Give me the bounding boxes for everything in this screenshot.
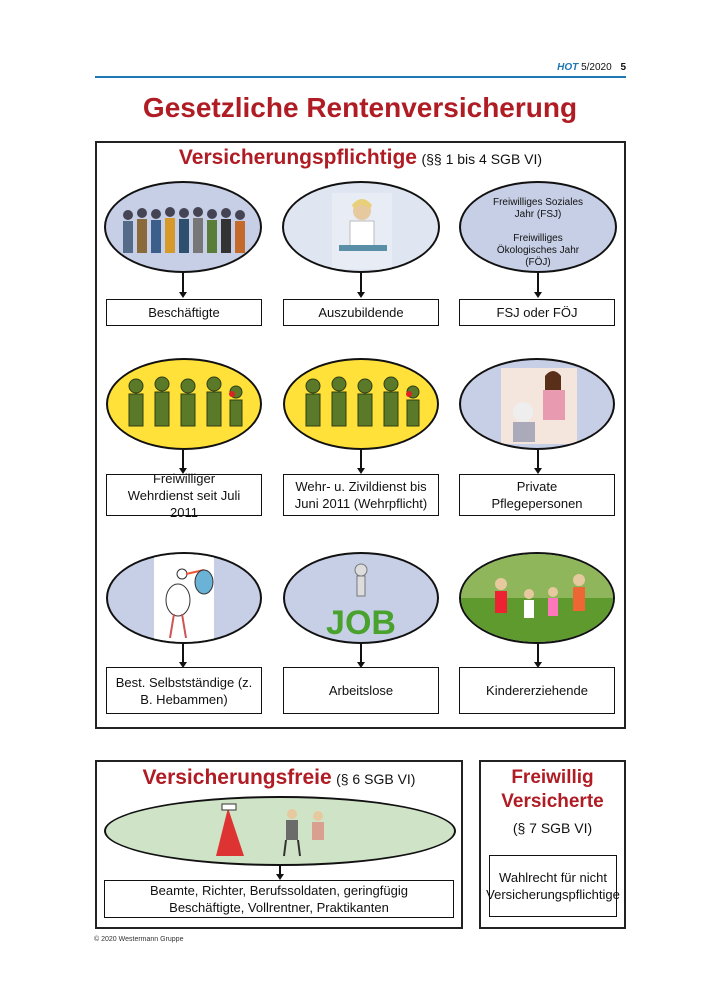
label-fsj-foej: FSJ oder FÖJ bbox=[459, 299, 615, 326]
page-title: Gesetzliche Rentenversicherung bbox=[142, 92, 578, 123]
label-pflegepersonen: Private Pflegepersonen bbox=[459, 474, 615, 516]
freiwillig-ref: (§ 7 SGB VI) bbox=[512, 820, 593, 836]
label-wahlrecht: Wahlrecht für nicht Versicherungspflicht… bbox=[486, 855, 620, 917]
arrowhead bbox=[276, 874, 284, 880]
pflicht-heading: Versicherungspflichtige (§§ 1 bis 4 SGB … bbox=[95, 146, 626, 170]
arrowhead bbox=[179, 468, 187, 474]
freiwillig-box bbox=[479, 760, 626, 929]
children-image bbox=[459, 552, 615, 644]
arrow bbox=[360, 450, 362, 469]
stork-illustration bbox=[154, 554, 214, 642]
job-illustration: JOB bbox=[326, 563, 396, 642]
arrowhead bbox=[357, 662, 365, 668]
trainee-illustration bbox=[332, 193, 392, 269]
arrowhead bbox=[357, 292, 365, 298]
freiwillig-heading: Freiwillig Versicherte bbox=[479, 766, 626, 814]
pflicht-title: Versicherungspflichtige bbox=[178, 146, 417, 169]
soldiers-image-2 bbox=[283, 358, 439, 450]
frei-title: Versicherungsfreie bbox=[142, 766, 332, 789]
frei-box bbox=[95, 760, 463, 929]
arrow bbox=[182, 450, 184, 469]
soldiers-image bbox=[106, 358, 262, 450]
label-arbeitslose: Arbeitslose bbox=[283, 667, 439, 714]
arrowhead bbox=[179, 662, 187, 668]
caregiver-illustration bbox=[501, 368, 577, 444]
arrow bbox=[537, 450, 539, 469]
arrowhead bbox=[179, 292, 187, 298]
freiwillig-title-2: Versicherte bbox=[501, 791, 604, 812]
arrow bbox=[360, 273, 362, 293]
pflicht-ref: (§§ 1 bis 4 SGB VI) bbox=[421, 151, 543, 167]
workers-illustration bbox=[123, 207, 245, 253]
issue-number: 5/2020 bbox=[581, 62, 612, 73]
label-auszubildende: Auszubildende bbox=[283, 299, 439, 326]
copyright-footer: © 2020 Westermann Gruppe bbox=[94, 936, 184, 943]
arrow bbox=[182, 273, 184, 293]
workers-image bbox=[104, 181, 262, 273]
arrow bbox=[360, 644, 362, 663]
job-text: JOB bbox=[326, 604, 396, 642]
trainee-image bbox=[282, 181, 440, 273]
arrowhead bbox=[534, 662, 542, 668]
fsj-text: Freiwilliges Soziales Jahr (FSJ) bbox=[492, 197, 584, 220]
label-kindererziehende: Kindererziehende bbox=[459, 667, 615, 714]
fsj-oval: Freiwilliges Soziales Jahr (FSJ) Freiwil… bbox=[459, 181, 617, 273]
stork-image bbox=[106, 552, 262, 644]
arrowhead bbox=[357, 468, 365, 474]
label-wehrpflicht: Wehr- u. Zivildienst bis Juni 2011 (Wehr… bbox=[283, 474, 439, 516]
foej-text: Freiwilliges Ökologisches Jahr (FÖJ) bbox=[496, 233, 580, 268]
header-rule bbox=[95, 76, 626, 78]
arrow bbox=[279, 866, 281, 875]
arrow bbox=[182, 644, 184, 663]
page-header: HOT 5/2020 5 bbox=[557, 62, 626, 73]
page-number: 5 bbox=[620, 62, 626, 73]
job-image: JOB bbox=[283, 552, 439, 644]
arrow bbox=[537, 273, 539, 293]
freiwillig-title-1: Freiwillig bbox=[511, 767, 594, 788]
pflicht-box bbox=[95, 141, 626, 729]
soldiers-illustration bbox=[128, 376, 243, 427]
label-versicherungsfreie: Beamte, Richter, Berufssoldaten, geringf… bbox=[104, 880, 454, 918]
arrow bbox=[537, 644, 539, 663]
children-illustration bbox=[461, 554, 613, 642]
label-selbststaendige: Best. Selbstständige (z. B. Hebammen) bbox=[106, 667, 262, 714]
label-beschaeftigte: Beschäftigte bbox=[106, 299, 262, 326]
brand-logo: HOT bbox=[557, 62, 579, 73]
arrowhead bbox=[534, 292, 542, 298]
arrowhead bbox=[534, 468, 542, 474]
caregiver-image bbox=[459, 358, 615, 450]
frei-ref: (§ 6 SGB VI) bbox=[336, 771, 416, 787]
frei-oval bbox=[104, 796, 456, 866]
frei-heading: Versicherungsfreie (§ 6 SGB VI) bbox=[95, 766, 463, 790]
label-freiwilliger-wehrdienst: Freiwilliger Wehrdienst seit Juli 2011 bbox=[106, 471, 262, 520]
frei-illustration bbox=[216, 803, 324, 857]
soldiers-illustration bbox=[305, 376, 420, 427]
